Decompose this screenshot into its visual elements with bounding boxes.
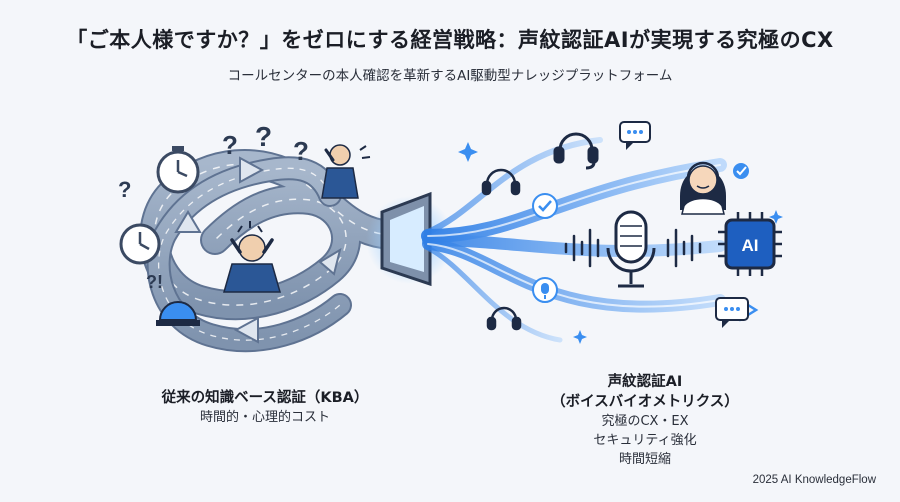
auth-gateway bbox=[366, 191, 454, 287]
ai-chip-icon: AI bbox=[718, 212, 782, 276]
mic-bubble-icon bbox=[532, 277, 558, 303]
svg-text:AI: AI bbox=[742, 236, 759, 255]
svg-text:?: ? bbox=[255, 121, 272, 152]
lock-icon bbox=[156, 301, 200, 326]
svg-text:?: ? bbox=[118, 177, 131, 202]
check-bubble-icon bbox=[532, 193, 558, 219]
voice-biometrics-heading: 声紋認証AI bbox=[607, 374, 683, 390]
headset-icon bbox=[486, 306, 522, 331]
benefit-item: セキュリティ強化 bbox=[593, 433, 697, 448]
voice-biometrics-label-block: 声紋認証AI （ボイスバイオメトリクス） 究極のCX・EX セキュリティ強化 時… bbox=[520, 372, 770, 469]
clock-icon bbox=[156, 146, 200, 194]
headset-icon bbox=[481, 168, 521, 196]
sound-wave bbox=[564, 228, 702, 268]
stressed-agent-figure bbox=[321, 144, 371, 199]
kba-label-block: 従来の知識ベース認証（KBA） 時間的・心理的コスト bbox=[140, 388, 390, 427]
check-badge-icon bbox=[733, 163, 749, 179]
clock-icon bbox=[119, 223, 161, 265]
footer-credit: 2025 AI KnowledgeFlow bbox=[752, 474, 876, 486]
microphone-icon bbox=[606, 210, 656, 288]
benefit-item: 究極のCX・EX bbox=[601, 414, 689, 429]
chat-bubble-icon bbox=[715, 297, 749, 328]
svg-text:?!: ?! bbox=[146, 272, 163, 292]
chat-bubble-icon bbox=[619, 121, 651, 150]
kba-caption: 時間的・心理的コスト bbox=[199, 410, 330, 425]
kba-road-maze bbox=[139, 149, 410, 353]
sparkle-icon bbox=[458, 142, 783, 344]
kba-heading: 従来の知識ベース認証（KBA） bbox=[161, 390, 369, 406]
headset-icon bbox=[553, 132, 599, 170]
voice-biometrics-subheading: （ボイスバイオメトリクス） bbox=[551, 394, 739, 410]
page-subtitle: コールセンターの本人確認を革新するAI駆動型ナレッジプラットフォーム bbox=[227, 68, 673, 84]
svg-text:?: ? bbox=[293, 136, 309, 166]
page-title: 「ご本人様ですか？」をゼロにする経営戦略：声紋認証AIが実現する究極のCX bbox=[66, 28, 834, 52]
operator-avatar bbox=[680, 161, 726, 215]
svg-text:?: ? bbox=[222, 130, 238, 160]
question-marks: ? ? ? ? ?! bbox=[118, 121, 309, 292]
stressed-customer-figure bbox=[223, 221, 281, 293]
benefit-item: 時間短縮 bbox=[618, 452, 671, 467]
